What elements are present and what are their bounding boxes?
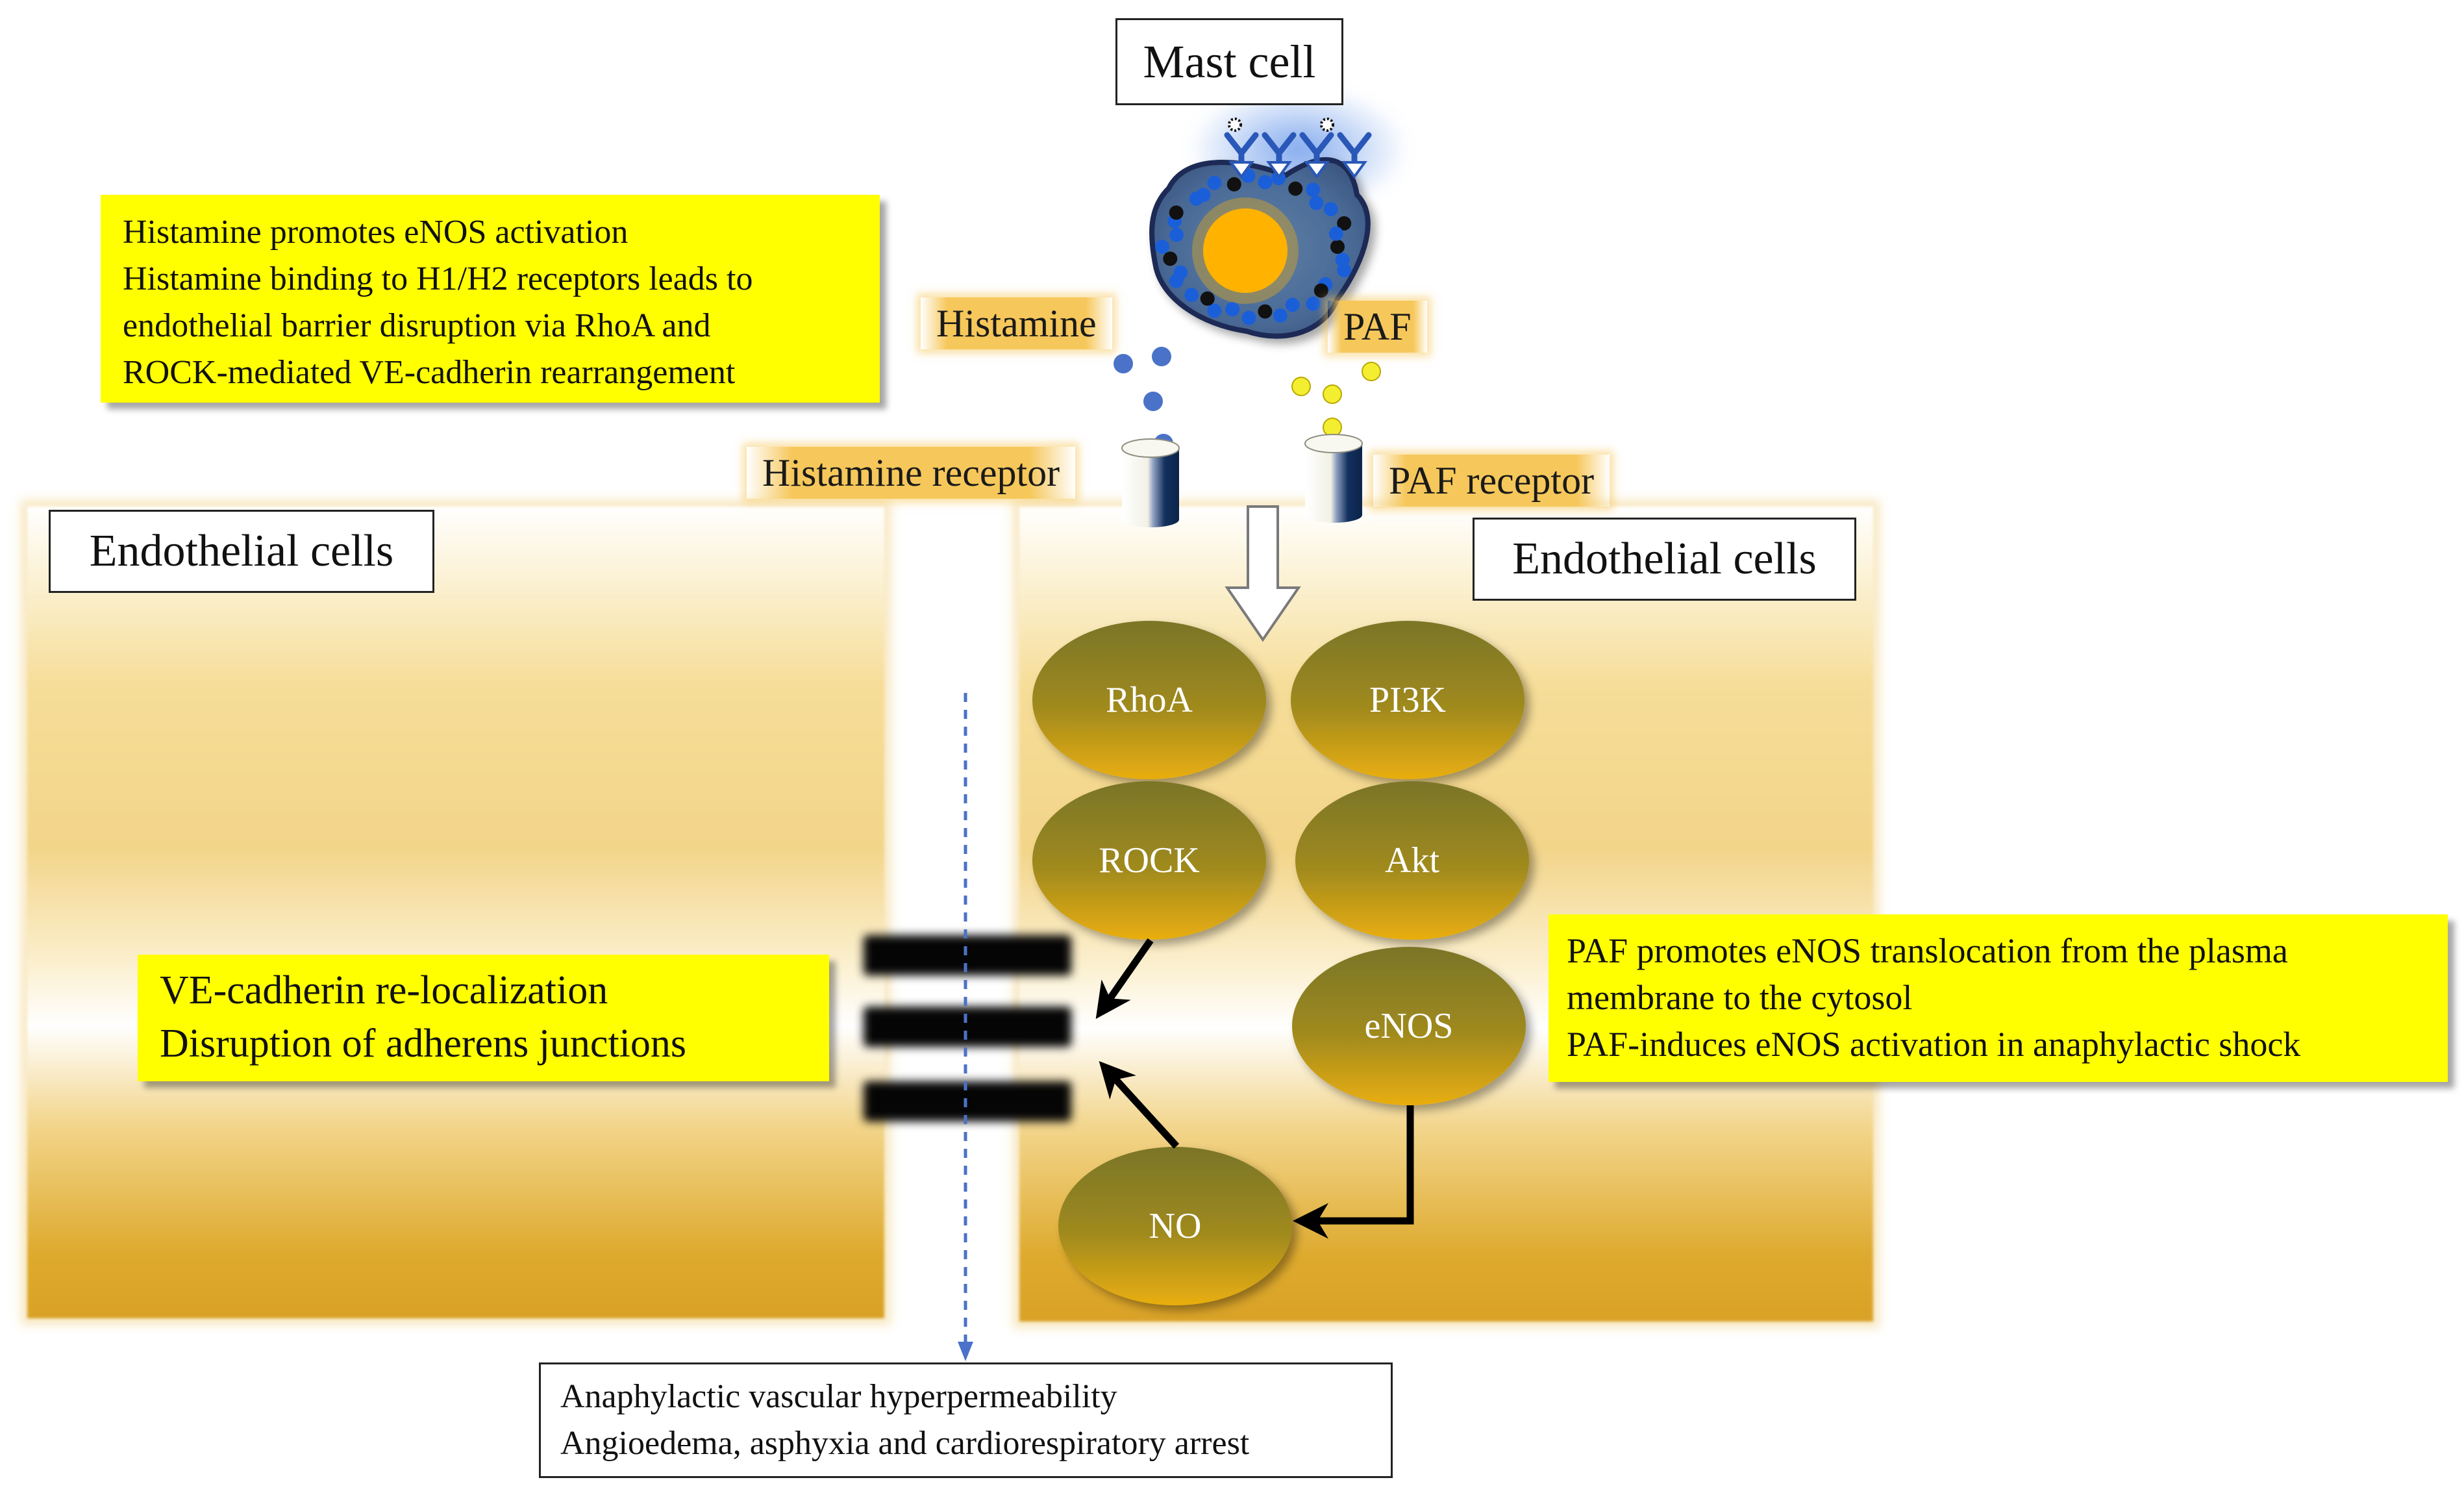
histamine-note-line-4: ROCK-mediated VE-cadherin rearrangement [123,354,736,391]
mast-cell-title: Mast cell [1115,18,1343,105]
granule [1288,181,1303,196]
outcome-line-2: Angioedema, asphyxia and cardiorespirato… [560,1425,1250,1462]
ige-receptor-icon [1337,132,1372,179]
granule [1328,226,1343,241]
granule [1337,263,1352,278]
paf-receptor-tag: PAF receptor [1373,455,1610,507]
ve-cadherin-note: VE-cadherin re-localization Disruption o… [138,955,829,1081]
endothelial-cells-right-title: Endothelial cells [1473,518,1856,601]
granule [1241,310,1256,325]
endothelial-left-text: Endothelial cells [89,526,394,576]
mast-cell-title-text: Mast cell [1143,35,1316,88]
label-no: NO [1149,1206,1202,1246]
ige-receptor-icon [1224,118,1259,179]
outcome-box: Anaphylactic vascular hyperpermeability … [539,1362,1393,1478]
outcome-line-1: Anaphylactic vascular hyperpermeability [560,1378,1117,1415]
paf-note-line-3: PAF-induces eNOS activation in anaphylac… [1567,1025,2301,1064]
granule [1313,283,1328,298]
granule [1207,175,1222,190]
node-rhoa [1032,621,1266,779]
granule [1273,308,1288,323]
granule [1323,202,1338,217]
granule [1258,304,1273,319]
label-enos: eNOS [1364,1006,1454,1046]
ige-receptor-icon [1262,132,1297,179]
granule [1169,227,1184,242]
signal-down-arrow [1225,505,1301,642]
adherens-junction-2 [864,1007,1071,1047]
histamine-receptor-icon [1121,438,1180,527]
paf-molecules [1291,362,1381,437]
adherens-junction-3 [864,1081,1071,1122]
label-pi3k: PI3K [1369,680,1447,720]
pathway-arrows [1095,938,1414,1239]
label-rock: ROCK [1099,840,1200,881]
granule [1184,288,1199,303]
granule [1306,296,1321,311]
label-rhoa: RhoA [1106,680,1193,720]
histamine-note-line-3: endothelial barrier disruption via RhoA … [123,307,711,344]
paf-note-line-2: membrane to the cytosol [1567,978,1913,1017]
ige-receptors [1224,118,1372,179]
adherens-junction-1 [864,935,1071,975]
histamine-molecules [1114,347,1173,453]
granule [1225,302,1240,317]
endothelial-cells-left-title: Endothelial cells [49,510,434,593]
granule [1330,240,1345,254]
granule [1200,291,1215,306]
mast-cell-granules [1155,168,1352,325]
ve-cadherin-note-line-1: VE-cadherin re-localization [160,968,608,1012]
endothelial-cell-left [27,507,884,1318]
ige-receptor-icon [1299,118,1334,179]
endothelial-right-text: Endothelial cells [1512,534,1817,584]
granule [1309,195,1324,210]
node-pi3k [1291,621,1524,779]
arrow-rock-to-junction [1095,938,1154,1020]
histamine-note: Histamine promotes eNOS activation Hista… [101,195,880,403]
paf-note: PAF promotes eNOS translocation from the… [1549,914,2448,1082]
pathway-nodes [1032,621,1529,1305]
label-akt: Akt [1385,840,1439,881]
arrow-enos-to-no [1293,1105,1414,1239]
histamine-note-line-2: Histamine binding to H1/H2 receptors lea… [123,260,753,297]
mast-cell [1149,84,1409,339]
granule [1173,265,1188,280]
node-akt [1295,781,1529,940]
granule [1196,188,1211,203]
granule [1207,303,1222,318]
paf-receptor-icon [1304,434,1363,523]
node-no [1058,1147,1292,1305]
arrow-no-to-junction [1099,1060,1180,1149]
granule [1169,205,1184,220]
node-rock [1032,781,1266,940]
histamine-note-line-1: Histamine promotes eNOS activation [123,214,628,251]
granule [1258,175,1273,190]
granule [1337,216,1352,231]
paf-note-line-1: PAF promotes eNOS translocation from the… [1567,931,2288,970]
histamine-tag: Histamine [921,297,1112,349]
node-enos [1292,947,1526,1105]
ve-cadherin-note-line-2: Disruption of adherens junctions [160,1022,687,1066]
granule [1226,177,1241,192]
granule [1285,297,1300,312]
granule [1306,182,1321,197]
granule [1163,251,1178,266]
histamine-receptor-tag: Histamine receptor [747,447,1076,499]
paf-tag: PAF [1328,301,1427,353]
granule [1155,240,1169,254]
